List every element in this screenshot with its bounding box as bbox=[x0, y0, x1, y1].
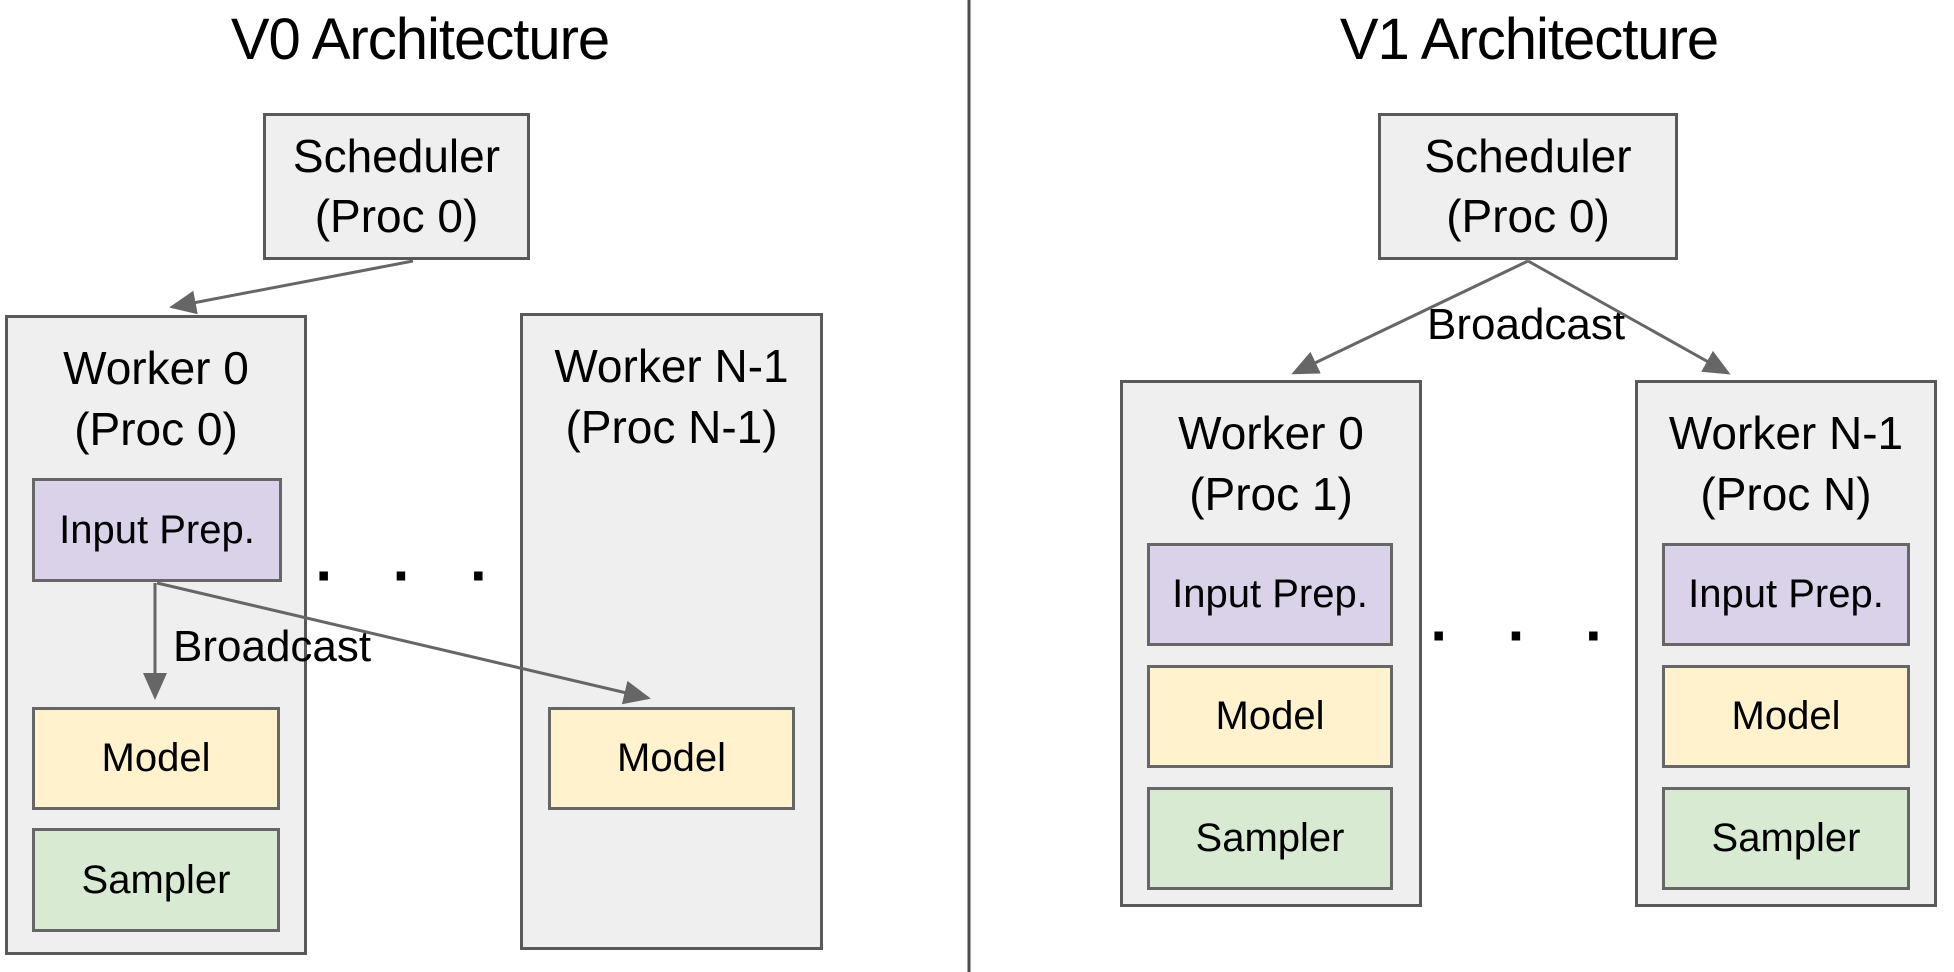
v1-worker0-label: Worker 0 (Proc 1) bbox=[1123, 403, 1419, 524]
v1-workerN-sampler-label: Sampler bbox=[1711, 816, 1861, 860]
v0-arrow-scheduler-to-worker0 bbox=[169, 259, 414, 315]
v1-workerN-sampler-box: Sampler bbox=[1662, 787, 1910, 890]
v1-worker0-input-prep-label: Input Prep. bbox=[1172, 572, 1368, 616]
v1-ellipsis: . . . bbox=[1430, 586, 1624, 654]
v1-worker0-sampler-box: Sampler bbox=[1147, 787, 1393, 890]
v0-worker0-model-box: Model bbox=[32, 707, 280, 810]
v0-ellipsis: . . . bbox=[315, 526, 509, 594]
v0-scheduler-box: Scheduler (Proc 0) bbox=[263, 113, 530, 260]
v0-workerN-box: Worker N-1 (Proc N-1) bbox=[520, 313, 823, 950]
v1-workerN-model-box: Model bbox=[1662, 665, 1910, 768]
v0-scheduler-label-line1: Scheduler bbox=[292, 129, 501, 182]
v1-title: V1 Architecture bbox=[1339, 7, 1719, 72]
v0-workerN-label: Worker N-1 (Proc N-1) bbox=[523, 336, 820, 457]
v0-worker0-sampler-label: Sampler bbox=[81, 857, 231, 902]
v0-broadcast-label: Broadcast bbox=[173, 622, 372, 671]
v1-workerN-input-prep-box: Input Prep. bbox=[1662, 543, 1910, 646]
v0-worker0-label-line1: Worker 0 bbox=[63, 342, 249, 394]
v0-workerN-label-line1: Worker N-1 bbox=[554, 340, 789, 392]
v0-scheduler-label-line2: (Proc 0) bbox=[314, 189, 479, 242]
v0-worker0-sampler-box: Sampler bbox=[32, 828, 280, 932]
v1-scheduler-label-line2: (Proc 0) bbox=[1446, 189, 1610, 242]
v0-workerN-model-label: Model bbox=[617, 736, 726, 780]
v0-worker0-input-prep-label: Input Prep. bbox=[59, 507, 255, 552]
v0-worker0-label-line2: (Proc 0) bbox=[74, 402, 238, 455]
v1-workerN-label-line1: Worker N-1 bbox=[1668, 407, 1904, 459]
v0-worker0-model-label: Model bbox=[101, 736, 211, 780]
v0-scheduler-label: Scheduler (Proc 0) bbox=[266, 116, 527, 257]
v0-title: V0 Architecture bbox=[230, 7, 610, 72]
v1-worker0-model-box: Model bbox=[1147, 665, 1393, 768]
v1-worker0-sampler-label: Sampler bbox=[1195, 816, 1345, 860]
v0-worker0-label: Worker 0 (Proc 0) bbox=[8, 338, 304, 459]
v1-worker0-model-label: Model bbox=[1215, 694, 1325, 738]
v1-workerN-label: Worker N-1 (Proc N) bbox=[1638, 403, 1934, 524]
v1-worker0-label-line2: (Proc 1) bbox=[1189, 467, 1353, 520]
v1-scheduler-box: Scheduler (Proc 0) bbox=[1378, 113, 1678, 260]
v0-workerN-model-box: Model bbox=[548, 707, 795, 810]
v1-scheduler-label-line1: Scheduler bbox=[1424, 129, 1632, 182]
v1-workerN-input-prep-label: Input Prep. bbox=[1688, 572, 1884, 616]
v1-worker0-label-line1: Worker 0 bbox=[1178, 407, 1364, 459]
v1-broadcast-label: Broadcast bbox=[1427, 300, 1626, 349]
v1-workerN-label-line2: (Proc N) bbox=[1700, 467, 1872, 520]
v1-workerN-model-label: Model bbox=[1731, 694, 1841, 738]
v1-worker0-input-prep-box: Input Prep. bbox=[1147, 543, 1393, 646]
v0-workerN-label-line2: (Proc N-1) bbox=[565, 400, 778, 453]
v0-worker0-input-prep-box: Input Prep. bbox=[32, 478, 282, 582]
v1-scheduler-label: Scheduler (Proc 0) bbox=[1381, 116, 1675, 257]
